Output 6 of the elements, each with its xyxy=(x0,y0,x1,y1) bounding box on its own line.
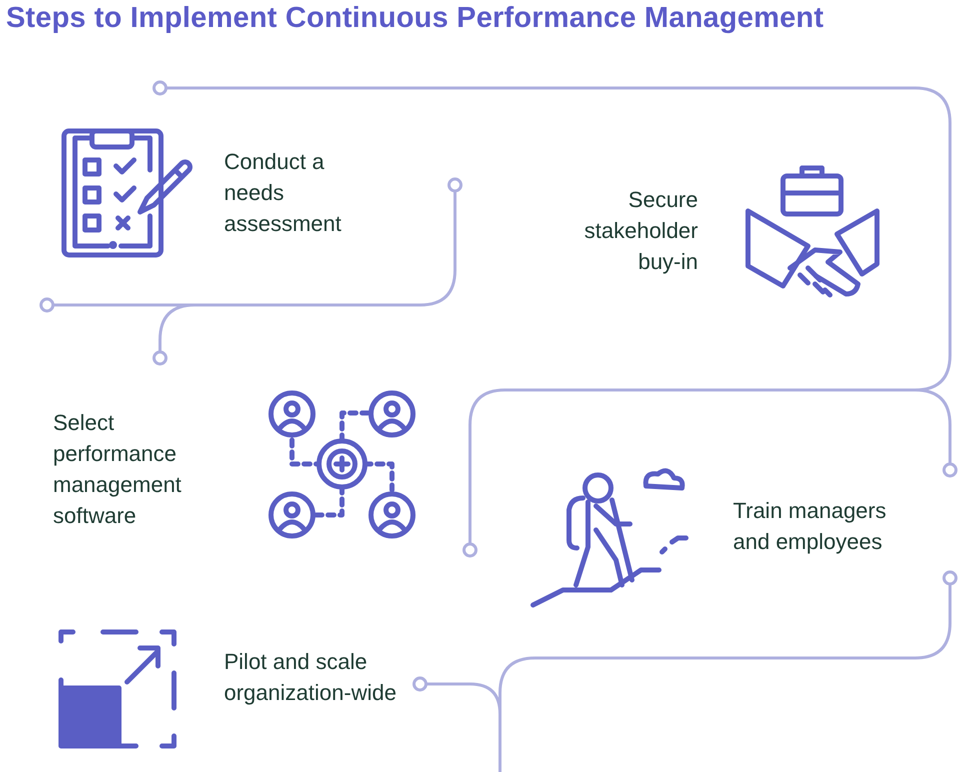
step-label: Conduct a needs assessment xyxy=(224,148,342,238)
step-label: Secure stakeholder buy-in xyxy=(583,186,698,276)
step-label: Select performance management software xyxy=(53,409,182,530)
title: Steps to Implement Continuous Performance Management xyxy=(6,2,824,35)
step-label: Pilot and scale organization-wide xyxy=(224,648,398,707)
step-label: Train managers and employees xyxy=(733,497,888,556)
